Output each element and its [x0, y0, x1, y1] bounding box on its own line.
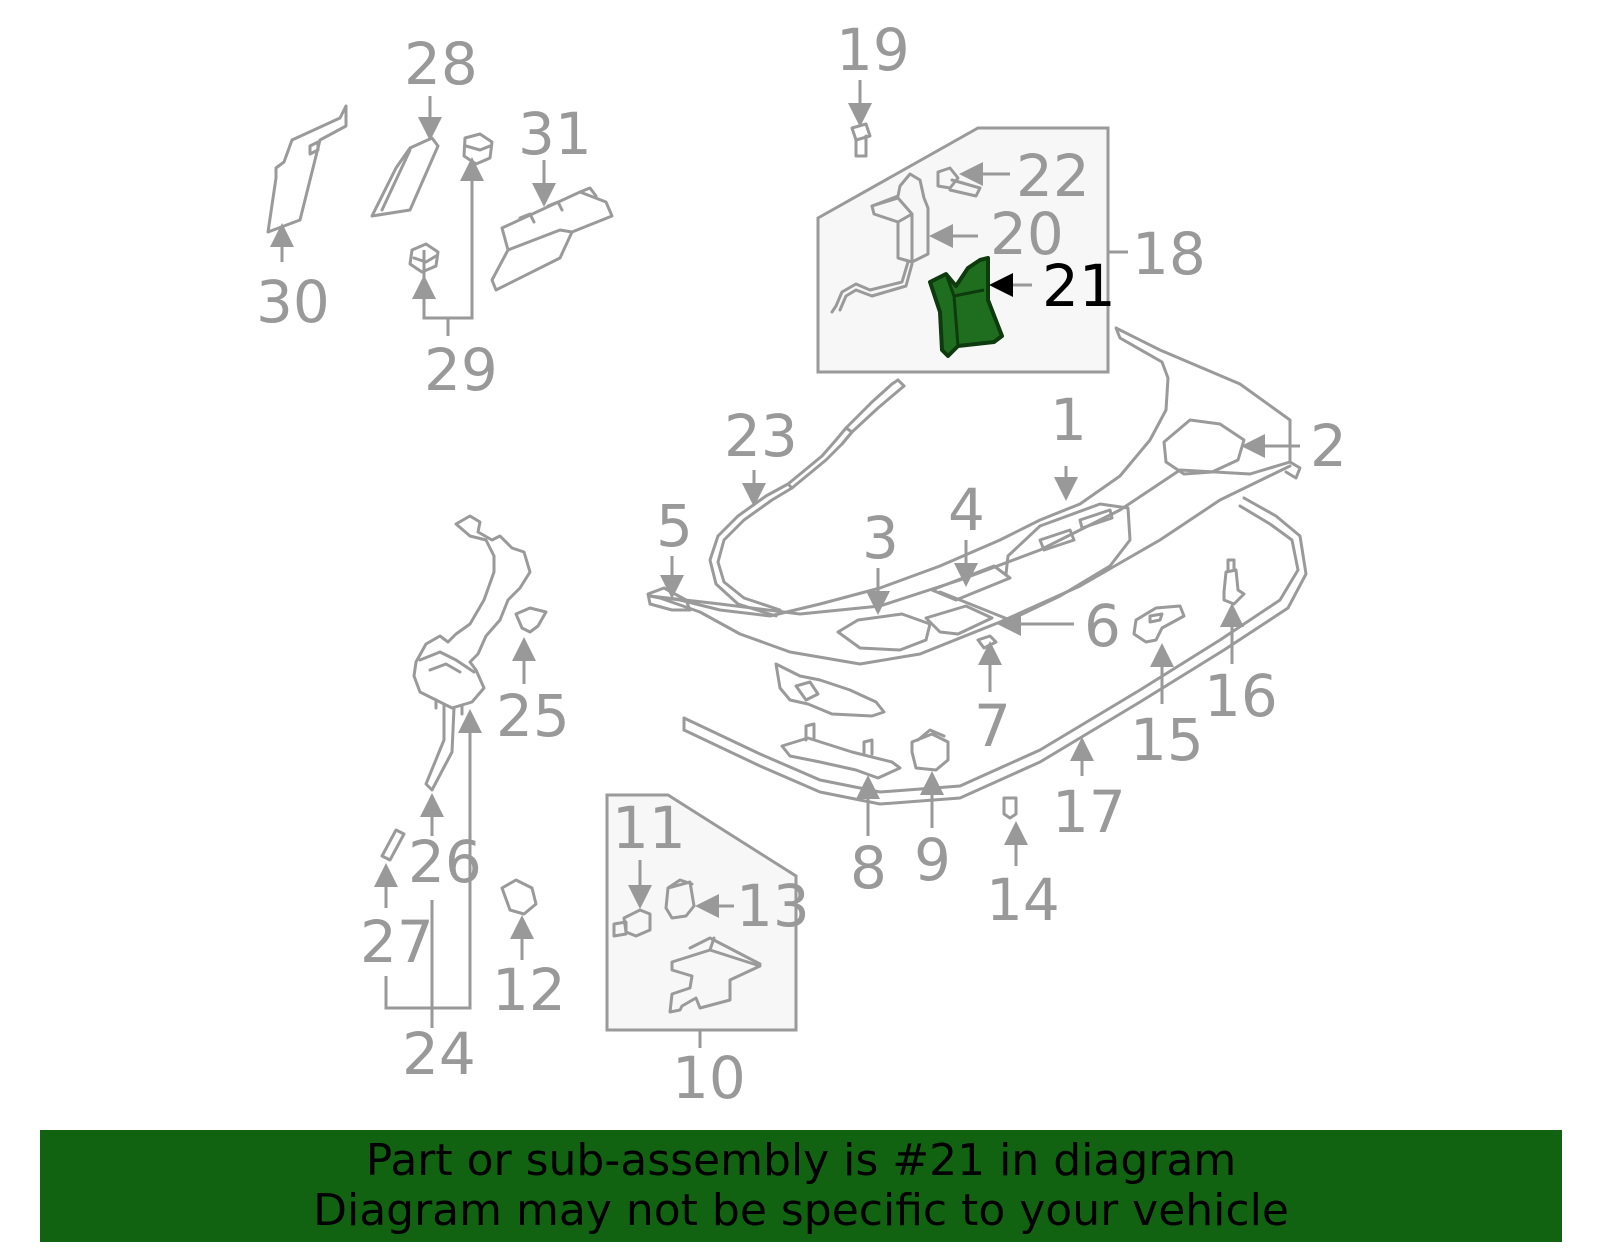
callout-13: 13 — [736, 872, 810, 940]
callout-30: 30 — [256, 268, 330, 336]
part-8-bracket — [780, 722, 902, 780]
callout-7: 7 — [974, 692, 1011, 760]
callout-14: 14 — [986, 866, 1060, 934]
callout-18: 18 — [1132, 220, 1206, 288]
parts-diagram: 28 30 29 31 19 22 20 21 18 23 1 2 5 3 4 … — [256, 16, 1347, 1112]
callout-31: 31 — [518, 100, 592, 168]
callout-3: 3 — [862, 504, 899, 572]
part-15-bracket — [1132, 604, 1186, 644]
callout-19: 19 — [836, 16, 910, 84]
callout-17: 17 — [1052, 778, 1126, 846]
callout-16: 16 — [1204, 662, 1278, 730]
callout-22: 22 — [1016, 142, 1090, 210]
callout-10: 10 — [672, 1044, 746, 1112]
callout-28: 28 — [404, 30, 478, 98]
part-20-latch — [830, 172, 930, 314]
callout-4: 4 — [948, 476, 985, 544]
callout-24: 24 — [402, 1020, 476, 1088]
part-11-bolt — [612, 908, 652, 938]
part-10-bracket — [668, 936, 762, 1014]
part-14-pin — [1002, 796, 1018, 820]
callout-23: 23 — [724, 402, 798, 470]
part-24-strut-assembly — [412, 514, 532, 792]
banner-line-2: Diagram may not be specific to your vehi… — [313, 1185, 1289, 1236]
inset-box-18 — [816, 126, 1110, 374]
callout-11: 11 — [612, 794, 686, 862]
part-28-clip — [370, 136, 440, 218]
part-30-trim-bracket — [266, 104, 348, 234]
callout-9: 9 — [914, 826, 951, 894]
part-16-stud — [1222, 558, 1246, 606]
part-7-clip — [976, 634, 998, 650]
callout-26: 26 — [408, 828, 482, 896]
part-6-plate — [924, 604, 994, 636]
part-21-highlighted — [928, 256, 1004, 358]
part-25-clip — [514, 606, 548, 634]
callout-25: 25 — [496, 682, 570, 750]
part-12-nut — [500, 878, 538, 916]
part-23-cable — [708, 378, 906, 618]
callout-21: 21 — [1042, 252, 1116, 320]
part-3-cover — [836, 612, 932, 652]
hinge-assembly — [774, 662, 886, 718]
part-31-trim-piece — [490, 186, 614, 292]
part-19-bolt — [850, 122, 872, 158]
info-banner: Part or sub-assembly is #21 in diagram D… — [40, 1130, 1562, 1242]
callout-1: 1 — [1050, 386, 1087, 454]
callout-27: 27 — [360, 908, 434, 976]
callout-12: 12 — [492, 956, 566, 1024]
callout-8: 8 — [850, 834, 887, 902]
part-9-bumper — [910, 728, 950, 772]
callout-6: 6 — [1084, 592, 1121, 660]
part-27-pin — [380, 828, 406, 862]
callout-29: 29 — [424, 336, 498, 404]
part-17-weatherstrip — [682, 496, 1308, 806]
callout-5: 5 — [656, 492, 693, 560]
part-29-nuts — [408, 132, 494, 274]
callout-15: 15 — [1130, 706, 1204, 774]
part-2-panel — [1162, 418, 1246, 476]
callout-2: 2 — [1310, 412, 1347, 480]
part-13-bushing — [664, 878, 696, 920]
part-1-liftgate — [648, 326, 1302, 666]
callout-20: 20 — [990, 200, 1064, 268]
banner-line-1: Part or sub-assembly is #21 in diagram — [365, 1135, 1237, 1186]
leader-lines — [270, 80, 1300, 1048]
